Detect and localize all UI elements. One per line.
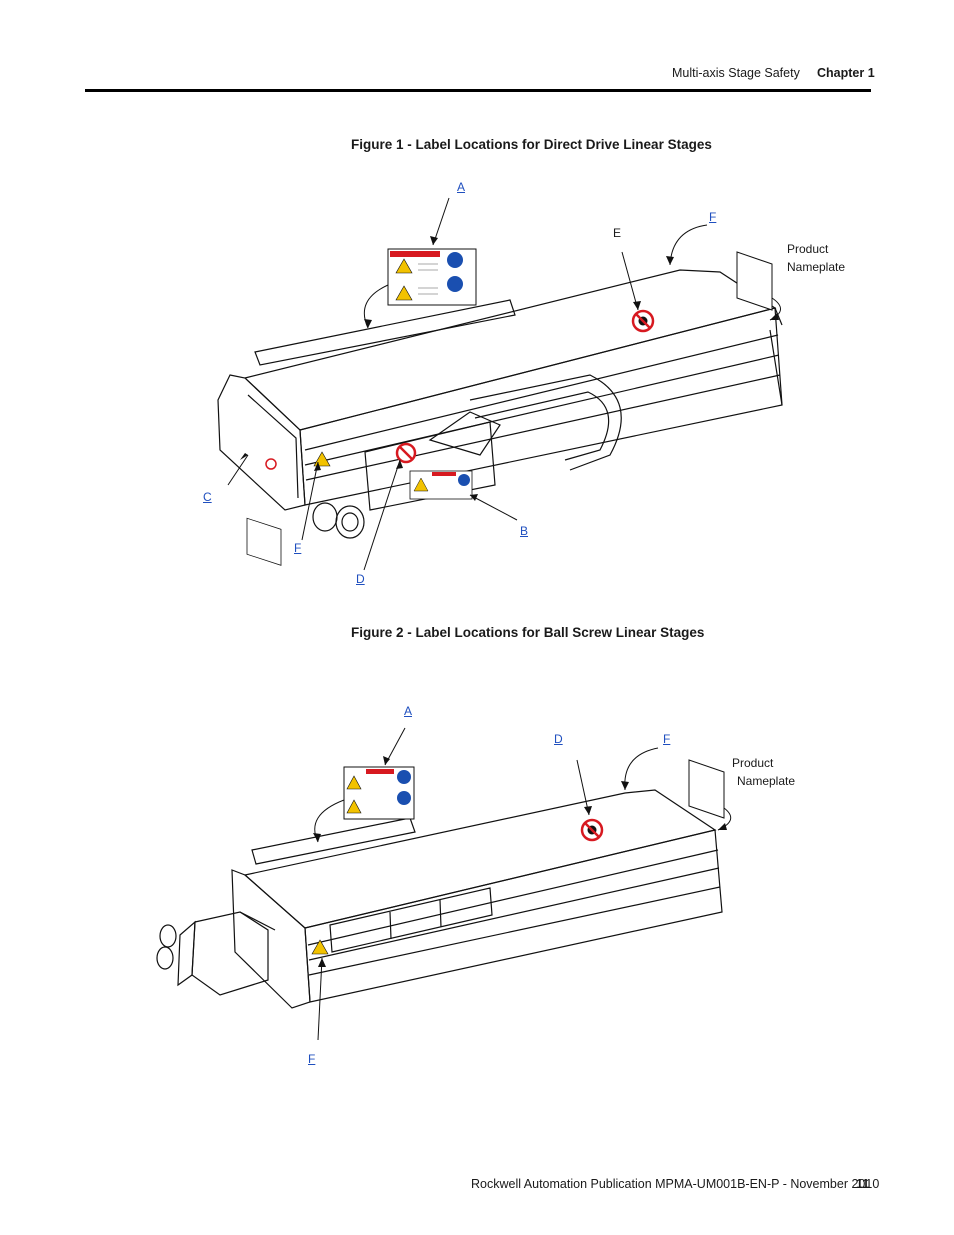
prohibition-symbol-d	[395, 442, 417, 464]
leader-b	[469, 494, 518, 521]
leader-c	[227, 454, 249, 486]
leader-e	[621, 251, 639, 311]
safety-label-b	[409, 470, 473, 500]
curve-arrow-f-top	[669, 224, 708, 266]
figure2-nameplate-line1: Product	[732, 756, 774, 770]
figure1-callout-f-top[interactable]: F	[709, 210, 717, 224]
header-rule	[85, 89, 871, 92]
figure1-callout-f-bottom[interactable]: F	[294, 541, 302, 555]
figure1-nameplate-line2: Nameplate	[787, 260, 846, 274]
fig2-safety-label-a	[343, 766, 415, 820]
running-header-chapter: Chapter 1	[817, 66, 875, 80]
safety-label-a	[387, 248, 477, 306]
figure1-title: Figure 1 - Label Locations for Direct Dr…	[351, 137, 712, 152]
running-header-section: Multi-axis Stage Safety	[672, 66, 800, 80]
prohibition-symbol-e	[631, 309, 655, 333]
figure2-callout-d[interactable]: D	[554, 732, 563, 746]
figure1-drawing	[217, 197, 783, 571]
leader-a	[432, 197, 450, 246]
fig2-product-nameplate-outline	[688, 759, 725, 819]
figure2-nameplate-line2: Nameplate	[737, 774, 796, 788]
fig2-warning-label-f	[311, 939, 329, 955]
figure1-callout-c[interactable]: C	[203, 490, 212, 504]
figure1-callout-d[interactable]: D	[356, 572, 365, 586]
page-number: 11	[856, 1177, 870, 1191]
figure1-callout-b[interactable]: B	[520, 524, 529, 538]
footer-publication: Rockwell Automation Publication MPMA-UM0…	[471, 1177, 880, 1191]
safety-label-c	[246, 458, 282, 566]
figure1-nameplate-line1: Product	[787, 242, 829, 256]
leader-d	[363, 459, 401, 571]
fig2-prohibition-symbol-d	[580, 818, 604, 842]
figure2-drawing	[156, 727, 732, 1041]
figure1-callout-e: E	[613, 226, 622, 240]
figure2-callout-f-bottom[interactable]: F	[308, 1052, 316, 1066]
figure2-title: Figure 2 - Label Locations for Ball Scre…	[351, 625, 705, 640]
figure2-callout-a[interactable]: A	[404, 704, 413, 718]
figure1-callout-a[interactable]: A	[457, 180, 466, 194]
figure2-callout-f-top[interactable]: F	[663, 732, 671, 746]
product-nameplate-outline	[736, 251, 773, 311]
warning-label-f	[313, 451, 331, 467]
leader-f-bottom	[301, 461, 319, 541]
